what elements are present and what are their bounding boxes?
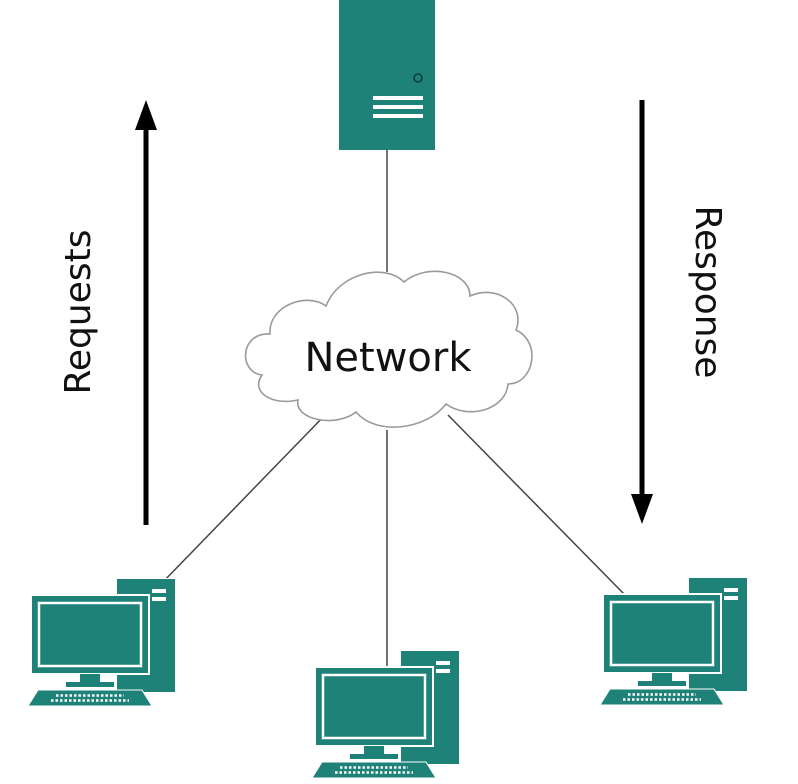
requests-label: Requests [58,230,99,395]
connection-lines [159,150,626,672]
client-computer-1 [26,578,178,708]
client-computer-2 [310,650,462,780]
arrow-down-icon [631,494,653,524]
cloud-icon [244,270,533,428]
desktop-computer-icon [310,650,462,780]
response-label: Response [687,206,728,379]
desktop-computer-icon [598,577,750,707]
client-computer-3 [598,577,750,707]
link-network-client-1 [159,409,331,586]
response-arrow: Response [631,100,728,524]
network-label: Network [304,335,472,381]
link-network-client-3 [447,414,626,596]
requests-arrow: Requests [58,100,157,525]
server-node [339,0,435,150]
arrow-up-icon [135,100,157,130]
desktop-computer-icon [26,578,178,708]
server-tower-icon [339,0,435,150]
network-node: Network [244,270,533,428]
